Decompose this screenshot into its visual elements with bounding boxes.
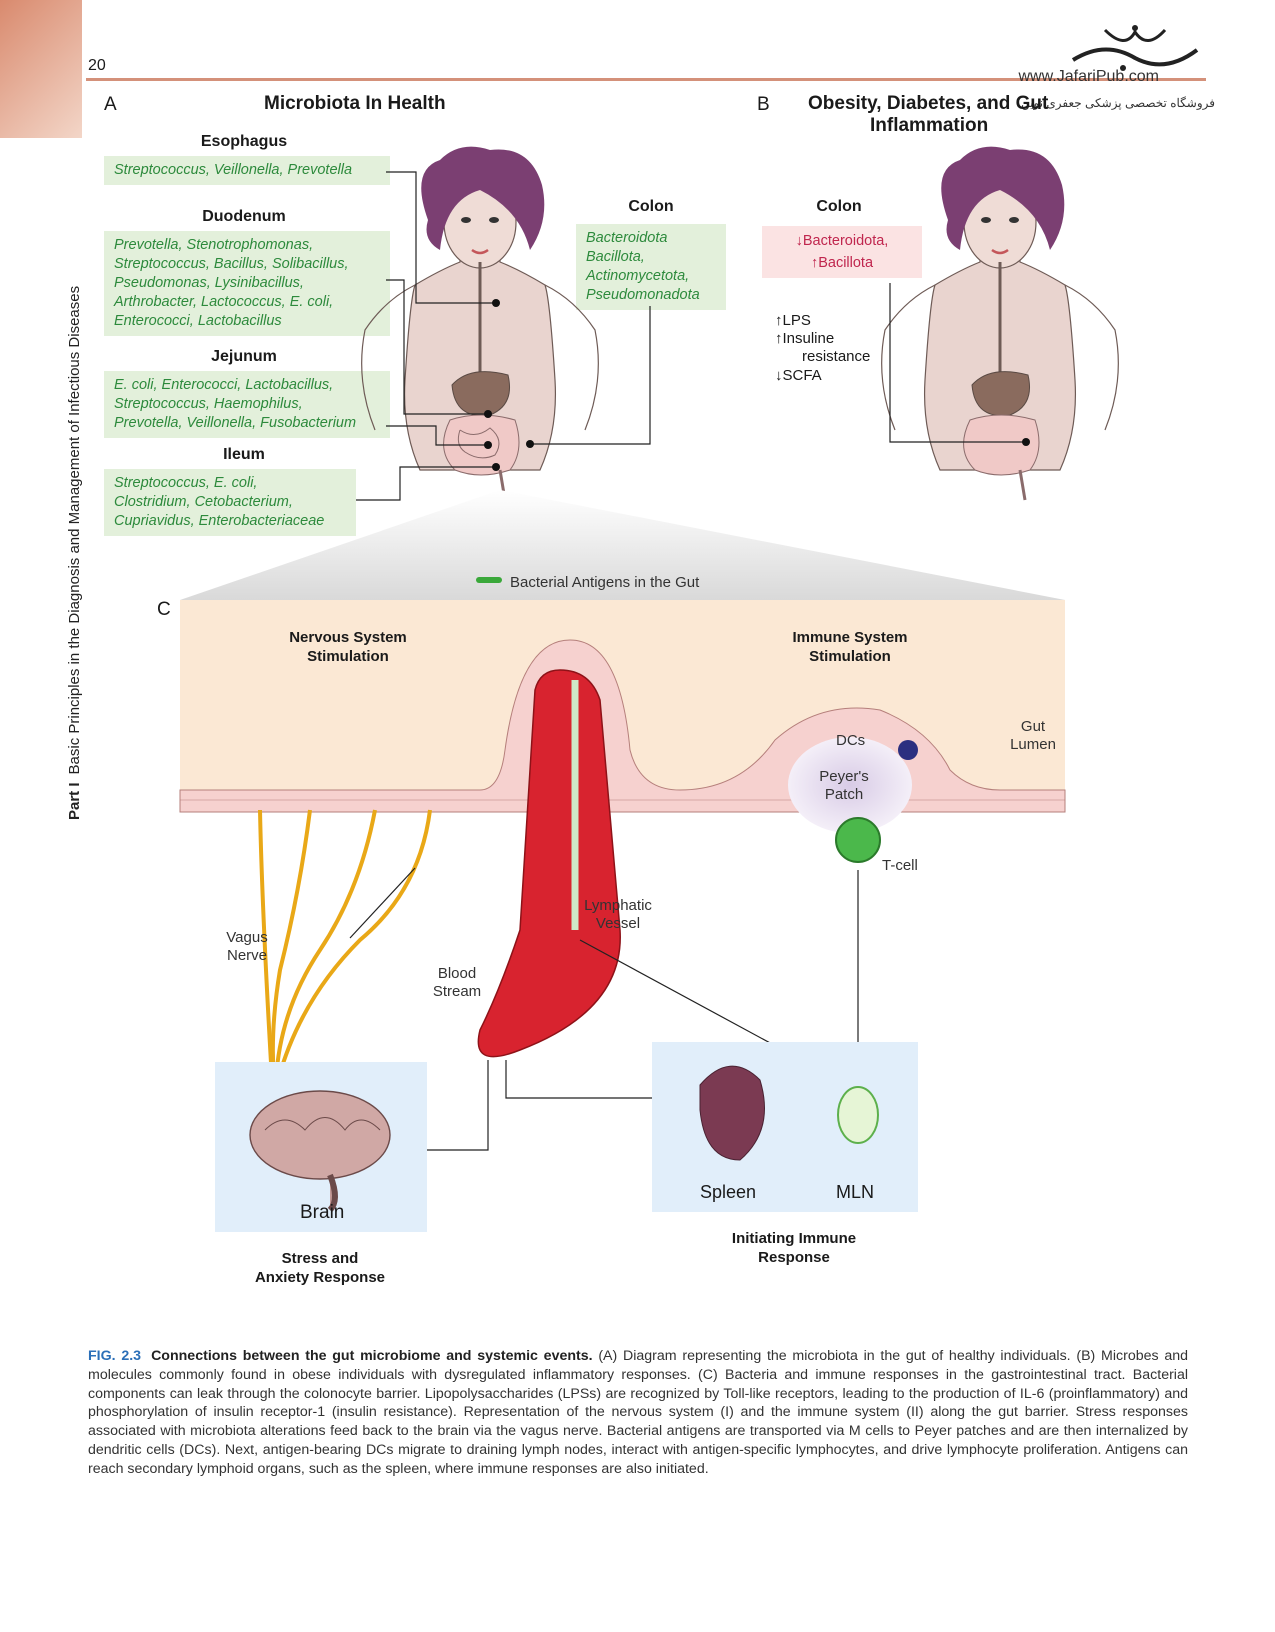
body-figures bbox=[356, 146, 1119, 501]
brain-icon bbox=[249, 1090, 391, 1213]
panel-b-letter: B bbox=[757, 94, 770, 115]
colon-b-line: ↑Bacillota bbox=[810, 255, 874, 271]
esophagus-line: Streptococcus, Veillonella, Prevotella bbox=[114, 162, 353, 178]
brain-label: Brain bbox=[300, 1202, 345, 1223]
watermark-logo-icon bbox=[1071, 25, 1199, 71]
panel-a-title: Microbiota In Health bbox=[264, 93, 446, 114]
immune-box bbox=[652, 1042, 918, 1212]
jejunum-line: E. coli, Enterococci, Lactobacillus, bbox=[114, 377, 334, 393]
duodenum-line: Arthrobacter, Lactococcus, E. coli, bbox=[114, 294, 334, 310]
panel-c-diagram bbox=[179, 490, 1066, 1232]
connector-lines bbox=[356, 171, 1026, 501]
immune-line: Stimulation bbox=[809, 648, 891, 665]
vagus-nerve bbox=[258, 809, 432, 1081]
human-figure-a bbox=[361, 146, 599, 501]
figure-number: FIG. 2.3 bbox=[88, 1348, 142, 1364]
marker-scfa: ↓SCFA bbox=[775, 367, 822, 384]
colon-a-line: Bacteroidota bbox=[586, 230, 668, 246]
marker-resistance: resistance bbox=[802, 348, 871, 365]
ileum-line: Cupriavidus, Enterobacteriaceae bbox=[114, 513, 325, 529]
colon-a-line: Actinomycetota, bbox=[586, 268, 690, 284]
mln-icon bbox=[837, 1086, 879, 1144]
colon-b-label: Colon bbox=[816, 198, 862, 215]
duodenum-line: Enterococci, Lactobacillus bbox=[114, 313, 282, 329]
panel-a-letter: A bbox=[104, 94, 117, 115]
peyers-line: Patch bbox=[824, 786, 864, 803]
dcs-label: DCs bbox=[836, 732, 866, 749]
dendritic-cell-icon bbox=[898, 740, 918, 760]
nervous-line: Stimulation bbox=[307, 648, 389, 665]
stress-line: Anxiety Response bbox=[254, 1269, 386, 1286]
spleen-label: Spleen bbox=[700, 1182, 757, 1202]
t-cell-icon bbox=[835, 817, 881, 863]
ileum-line: Clostridium, Cetobacterium, bbox=[114, 494, 293, 510]
colon-a-label: Colon bbox=[628, 198, 674, 215]
immune-response-line: Initiating Immune bbox=[731, 1230, 857, 1247]
page-number: 20 bbox=[88, 57, 106, 74]
peyers-line: Peyer's bbox=[819, 768, 869, 785]
header-rule bbox=[86, 78, 1206, 81]
ileum-label: Ileum bbox=[223, 446, 265, 463]
immune-line: Immune System bbox=[792, 629, 908, 646]
figure-caption: FIG. 2.3 Connections between the gut micr… bbox=[88, 1347, 1188, 1479]
marker-insuline: ↑Insuline bbox=[775, 330, 835, 347]
lymphatic-line: Vessel bbox=[595, 915, 641, 932]
colon-a-box: Bacteroidota Bacillota, Actinomycetota, … bbox=[576, 224, 726, 310]
esophagus-box: Streptococcus, Veillonella, Prevotella bbox=[104, 156, 390, 185]
colon-a-line: Pseudomonadota bbox=[586, 287, 700, 303]
peyers-patch bbox=[788, 737, 912, 833]
jejunum-line: Prevotella, Veillonella, Fusobacterium bbox=[114, 415, 357, 431]
colon-b-line: ↓Bacteroidota, bbox=[795, 233, 889, 249]
watermark: www.JafariPub.com فروشگاه تخصصی پزشکی جع… bbox=[1018, 20, 1215, 110]
spleen-icon bbox=[699, 1065, 765, 1161]
blood-line: Stream bbox=[432, 983, 482, 1000]
ileum-line: Streptococcus, E. coli, bbox=[114, 475, 258, 491]
vagus-line: Vagus bbox=[226, 929, 268, 946]
panel-b-title-line1: Obesity, Diabetes, and Gut bbox=[808, 93, 1049, 114]
jejunum-box: E. coli, Enterococci, Lactobacillus, Str… bbox=[104, 371, 390, 438]
esophagus-label: Esophagus bbox=[200, 133, 288, 150]
zoom-cone bbox=[180, 490, 1065, 600]
marker-lps: ↑LPS bbox=[775, 312, 811, 329]
watermark-persian: فروشگاه تخصصی پزشکی جعفری نوین bbox=[1021, 96, 1215, 110]
watermark-url: www.JafariPub.com bbox=[1018, 68, 1160, 85]
caption-body: (A) Diagram representing the microbiota … bbox=[88, 1348, 1188, 1477]
antigen-legend-icon bbox=[476, 577, 502, 583]
colon-b-box: ↓Bacteroidota, ↑Bacillota bbox=[762, 226, 922, 278]
duodenum-box: Prevotella, Stenotrophomonas, Streptococ… bbox=[104, 231, 390, 336]
panel-b-title-line2: Inflammation bbox=[870, 115, 989, 136]
duodenum-line: Prevotella, Stenotrophomonas, bbox=[114, 237, 314, 253]
duodenum-line: Pseudomonas, Lysinibacillus, bbox=[114, 275, 304, 291]
corner-tab bbox=[0, 0, 82, 138]
stress-line: Stress and bbox=[281, 1250, 359, 1267]
blood-line: Blood bbox=[437, 965, 477, 982]
duodenum-label: Duodenum bbox=[202, 208, 286, 225]
colon-a-line: Bacillota, bbox=[586, 249, 645, 265]
t-cell-label: T-cell bbox=[882, 857, 918, 874]
vagus-line: Nerve bbox=[226, 947, 267, 964]
gut-lumen-line: Lumen bbox=[1010, 736, 1056, 753]
panel-c-letter: C bbox=[157, 599, 171, 620]
mln-label: MLN bbox=[836, 1182, 875, 1202]
jejunum-label: Jejunum bbox=[211, 348, 277, 365]
jejunum-line: Streptococcus, Haemophilus, bbox=[114, 396, 303, 412]
nervous-line: Nervous System bbox=[289, 629, 407, 646]
duodenum-line: Streptococcus, Bacillus, Solibacillus, bbox=[114, 256, 349, 272]
lymphatic-line: Lymphatic bbox=[584, 897, 652, 914]
gut-lumen-line: Gut bbox=[1020, 718, 1046, 735]
caption-title: Connections between the gut microbiome a… bbox=[151, 1348, 593, 1364]
immune-response-line: Response bbox=[758, 1249, 830, 1266]
human-figure-b bbox=[881, 146, 1119, 501]
ileum-box: Streptococcus, E. coli, Clostridium, Cet… bbox=[104, 469, 356, 536]
antigen-legend: Bacterial Antigens in the Gut bbox=[510, 574, 700, 591]
